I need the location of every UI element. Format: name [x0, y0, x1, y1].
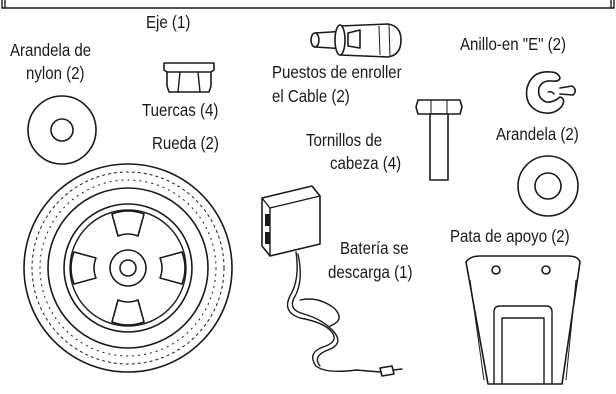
washer-illustration: [517, 155, 579, 217]
nut-illustration: [163, 62, 215, 93]
label-arandela-nylon-line2: nylon (2): [26, 63, 85, 83]
label-puestos-line2: el Cable (2): [272, 86, 350, 106]
label-pata: Pata de apoyo (2): [450, 226, 570, 246]
label-puestos-line1: Puestos de enroller: [272, 62, 402, 82]
label-rueda: Rueda (2): [152, 133, 219, 153]
charger-illustration: [261, 185, 403, 377]
label-tornillos-line2: cabeza (4): [330, 153, 402, 173]
label-arandela-nylon-line1: Arandela de: [10, 40, 92, 60]
nylon-washer-illustration: [27, 95, 97, 165]
label-eje: Eje (1): [146, 12, 191, 32]
kickstand-illustration: [465, 255, 581, 385]
label-bateria-line2: descarga (1): [328, 262, 413, 282]
label-anillo: Anillo-en "E" (2): [460, 34, 567, 54]
label-arandela: Arandela (2): [496, 124, 579, 144]
label-tornillos-line1: Tornillos de: [306, 130, 383, 150]
label-tuercas: Tuercas (4): [142, 100, 219, 120]
e-ring-illustration: [525, 71, 577, 114]
wheel-illustration: [23, 163, 233, 373]
top-frame: [1, 0, 615, 9]
axle-pin-illustration: [310, 23, 402, 58]
bolt-illustration: [415, 99, 463, 181]
label-bateria-line1: Batería se: [340, 238, 409, 258]
